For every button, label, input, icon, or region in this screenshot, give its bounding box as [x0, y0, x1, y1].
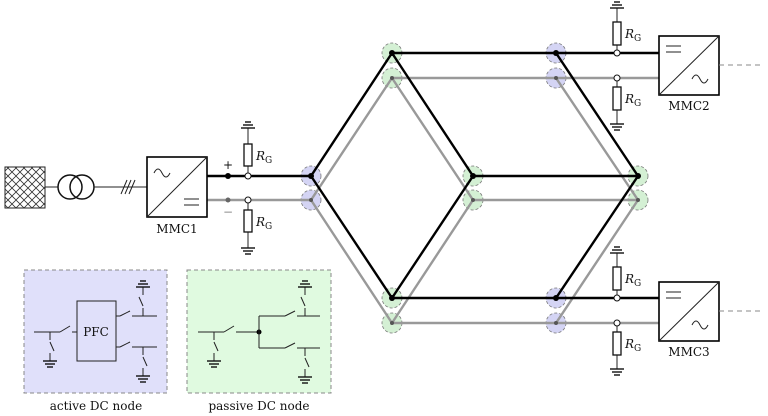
legend-passive-dc-node: passive DC node	[186, 269, 332, 413]
resistor-labels: RG RG RG RG RG RG	[255, 27, 641, 354]
mmc3-converter: MMC3	[658, 281, 760, 359]
plus-sign: +	[223, 158, 233, 172]
svg-text:RG: RG	[624, 92, 641, 109]
svg-text:RG: RG	[624, 272, 641, 289]
passive-dc-node-label: passive DC node	[208, 399, 309, 413]
svg-text:RG: RG	[624, 27, 641, 44]
node-dots	[308, 50, 641, 325]
mmc1-converter: MMC1	[146, 156, 208, 236]
legend-active-dc-node: PFC active DC node	[23, 269, 168, 413]
mmc2-label: MMC2	[668, 99, 709, 113]
ac-grid-icon	[4, 166, 46, 209]
mmc1-label: MMC1	[156, 222, 197, 236]
svg-text:RG: RG	[624, 337, 641, 354]
node-markers	[300, 42, 649, 334]
svg-text:RG: RG	[255, 215, 272, 232]
transformer-icon	[57, 174, 95, 200]
active-dc-node-label: active DC node	[50, 399, 143, 413]
svg-text:RG: RG	[255, 149, 272, 166]
grounding-resistors	[240, 1, 625, 376]
three-phase-marker-icon	[120, 179, 136, 195]
mmc3-label: MMC3	[668, 345, 709, 359]
pfc-label: PFC	[83, 325, 109, 339]
minus-sign: −	[223, 205, 233, 219]
mmc2-converter: MMC2	[658, 35, 760, 113]
